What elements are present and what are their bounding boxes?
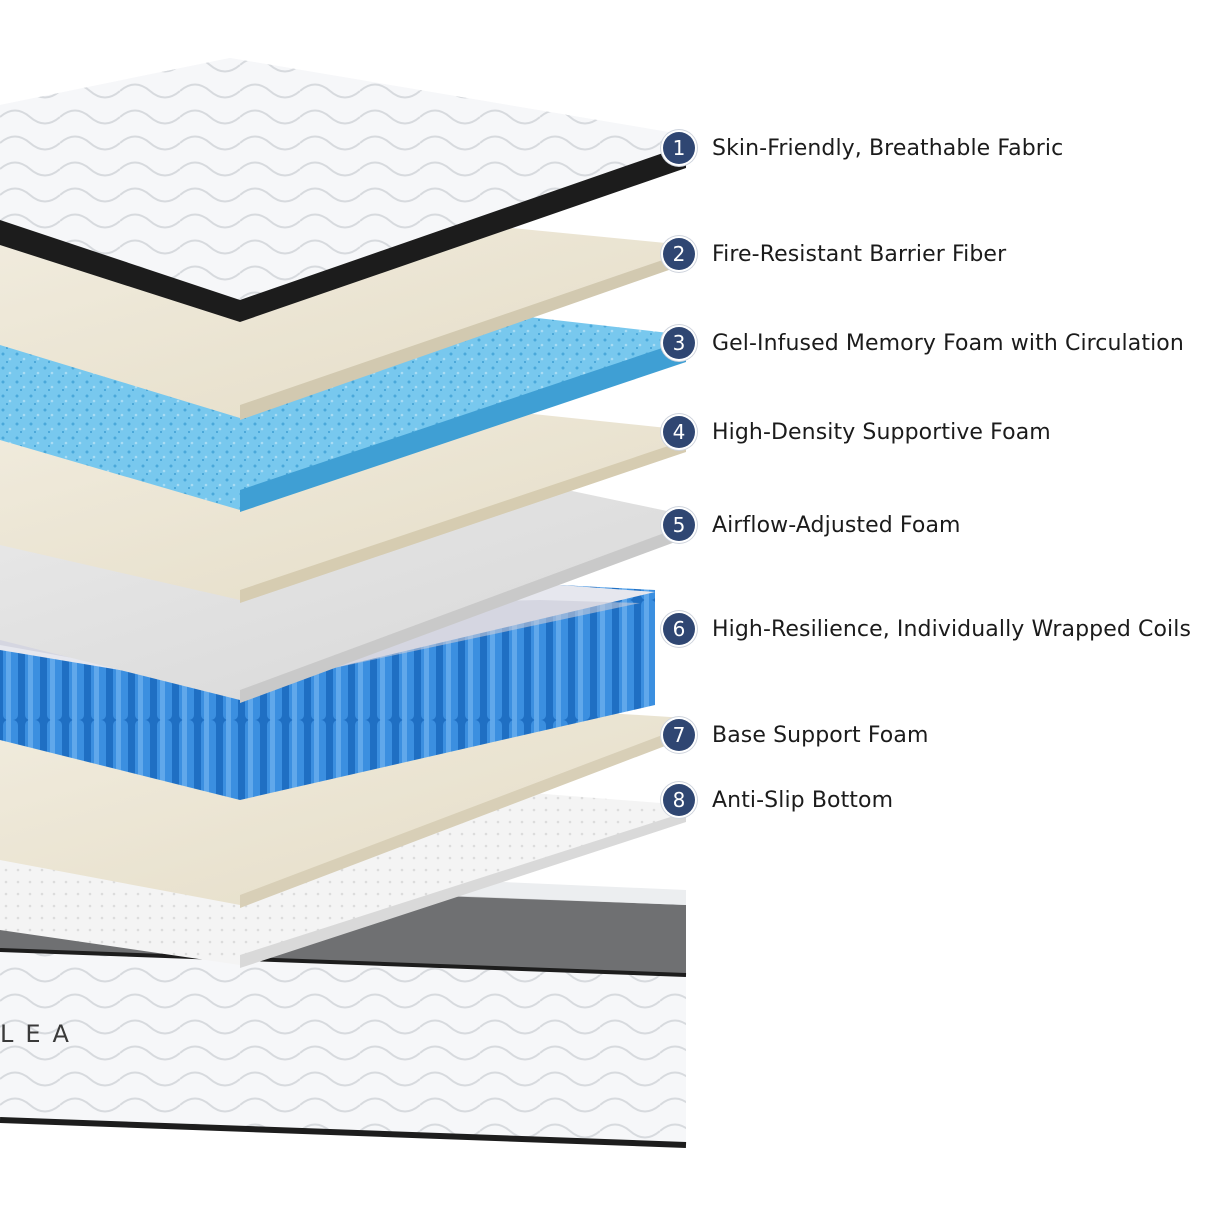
layer-number-badge: 2: [663, 238, 695, 270]
layer-label: High-Resilience, Individually Wrapped Co…: [712, 616, 1192, 642]
layer-number-badge: 6: [663, 613, 695, 645]
layer-label: Gel-Infused Memory Foam with Circulation: [712, 330, 1184, 356]
callout-layer-8: 8 Anti-Slip Bottom: [663, 782, 893, 818]
layer-label: High-Density Supportive Foam: [712, 419, 1051, 445]
callout-layer-1: 1 Skin-Friendly, Breathable Fabric: [663, 130, 1063, 166]
layer-number-badge: 1: [663, 132, 695, 164]
layer-number-badge: 4: [663, 416, 695, 448]
callout-layer-5: 5 Airflow-Adjusted Foam: [663, 507, 961, 543]
layer-label: Skin-Friendly, Breathable Fabric: [712, 135, 1064, 161]
layer-label: Fire-Resistant Barrier Fiber: [712, 241, 1007, 267]
layer-number-badge: 5: [663, 509, 695, 541]
callout-layer-7: 7 Base Support Foam: [663, 717, 928, 753]
brand-logo-text: LEA: [0, 1020, 81, 1048]
callout-layer-3: 3 Gel-Infused Memory Foam with Circulati…: [663, 325, 1184, 361]
callout-layer-2: 2 Fire-Resistant Barrier Fiber: [663, 236, 1006, 272]
layer-label: Airflow-Adjusted Foam: [712, 512, 961, 538]
callout-layer-4: 4 High-Density Supportive Foam: [663, 414, 1051, 450]
layer-label: Anti-Slip Bottom: [712, 787, 894, 813]
layer-number-badge: 7: [663, 719, 695, 751]
callout-layer-6: 6 High-Resilience, Individually Wrapped …: [663, 611, 1191, 647]
layer-number-badge: 3: [663, 327, 695, 359]
layer-1-top-fabric: [0, 58, 686, 322]
layer-label: Base Support Foam: [712, 722, 929, 748]
layer-number-badge: 8: [663, 784, 695, 816]
